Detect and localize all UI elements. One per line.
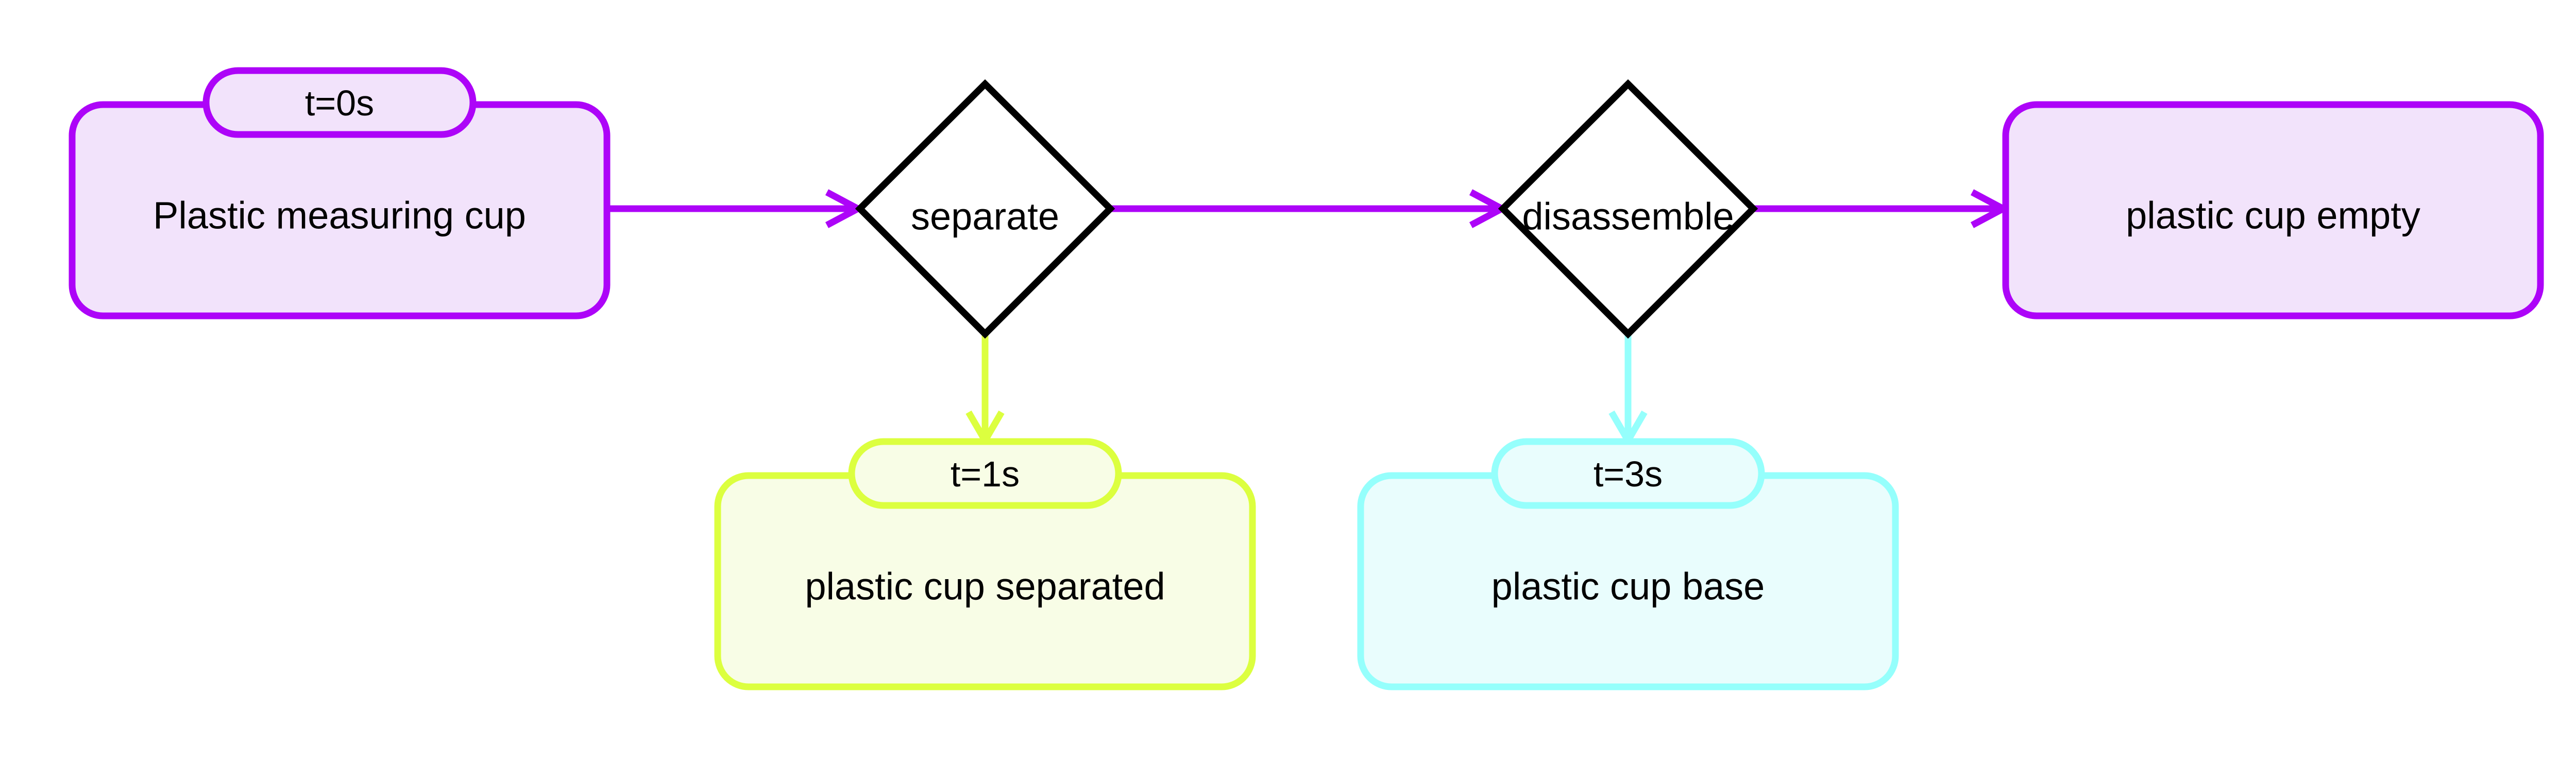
edge-disassemble-to-empty xyxy=(1754,189,2010,228)
time-badge xyxy=(1491,438,1765,509)
state-node-plastic-cup-empty[interactable]: plastic cup empty xyxy=(2002,101,2544,319)
time-label: t=3s xyxy=(1594,454,1663,494)
node-label: plastic cup separated xyxy=(805,565,1165,608)
node-label: Plastic measuring cup xyxy=(153,194,526,237)
edge-separate-to-separated xyxy=(965,335,1005,447)
edge-disassemble-to-base xyxy=(1608,335,1648,447)
node-label: disassemble xyxy=(1522,195,1734,238)
edge-cup-to-separate xyxy=(609,189,865,228)
state-node-plastic-cup-base[interactable]: t=3s plastic cup base xyxy=(1357,438,1899,690)
edges xyxy=(609,189,2010,447)
action-node-disassemble[interactable]: disassemble xyxy=(1498,79,1758,339)
node-label: plastic cup empty xyxy=(2126,194,2420,237)
edge-separate-to-disassemble xyxy=(1111,189,1509,228)
state-node-plastic-measuring-cup[interactable]: t=0s Plastic measuring cup xyxy=(69,67,611,319)
node-label: plastic cup base xyxy=(1492,565,1765,608)
time-badge xyxy=(202,67,477,138)
node-label: separate xyxy=(911,195,1059,238)
time-label: t=1s xyxy=(951,454,1020,494)
time-badge xyxy=(848,438,1122,509)
time-label: t=0s xyxy=(305,83,374,123)
state-node-plastic-cup-separated[interactable]: t=1s plastic cup separated xyxy=(714,438,1256,690)
action-node-separate[interactable]: separate xyxy=(855,79,1115,339)
